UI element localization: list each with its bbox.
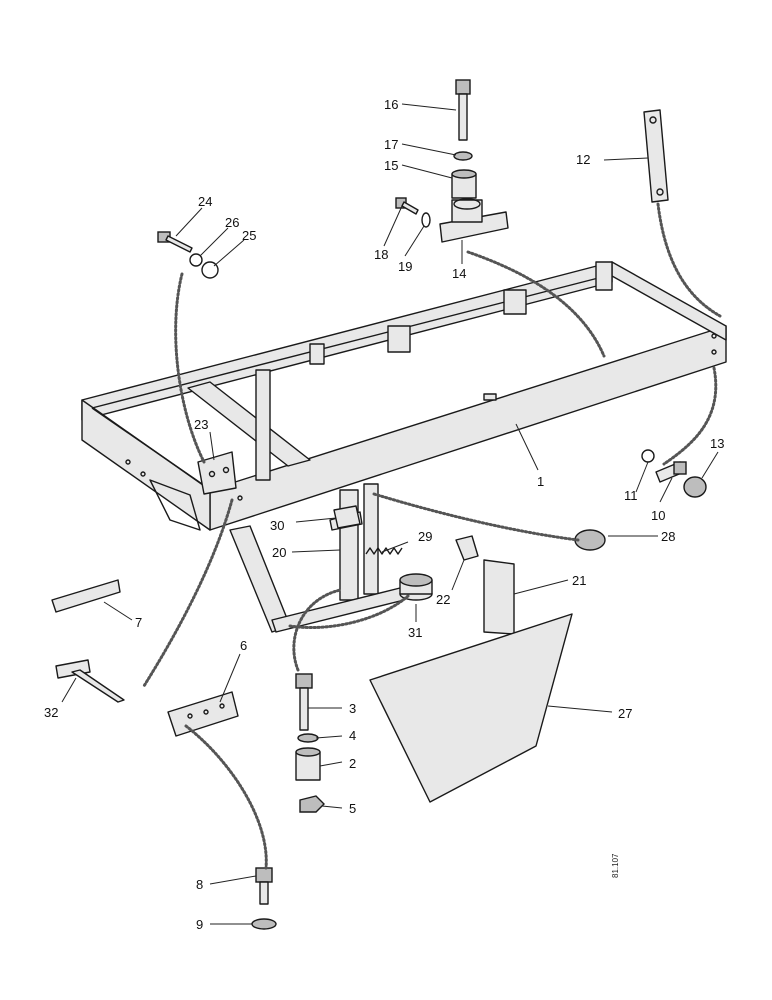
- washer-25: [201, 261, 219, 279]
- bolt-10: [655, 461, 687, 483]
- tool-32: [55, 659, 125, 703]
- callout-9: 9: [196, 917, 203, 932]
- callout-8: 8: [196, 877, 203, 892]
- callout-13: 13: [710, 436, 724, 451]
- leader-lines: [61, 103, 719, 925]
- washer-11: [641, 449, 655, 463]
- main-frame: [81, 261, 727, 531]
- bush-2: [295, 747, 321, 781]
- callout-18: 18: [374, 247, 388, 262]
- callout-4: 4: [349, 728, 356, 743]
- callout-24: 24: [198, 194, 212, 209]
- callout-12: 12: [576, 152, 590, 167]
- callout-31: 31: [408, 625, 422, 640]
- callout-5: 5: [349, 801, 356, 816]
- callout-25: 25: [242, 228, 256, 243]
- bracket-6: [167, 691, 239, 737]
- assembly-ribbons: [142, 202, 722, 870]
- callout-7: 7: [135, 615, 142, 630]
- callout-labels: 1 2 3 4 5 6 7 8 9 10 11 12 13 14 15 16 1…: [44, 97, 724, 932]
- bush-15: [451, 169, 477, 199]
- washer-26: [189, 253, 203, 267]
- callout-28: 28: [661, 529, 675, 544]
- bracket-23: [197, 451, 237, 495]
- drawing-code: 81.107: [611, 853, 620, 878]
- bracket-7: [51, 579, 121, 613]
- clip-22: [455, 535, 479, 561]
- washer-19: [421, 212, 431, 228]
- callout-16: 16: [384, 97, 398, 112]
- plate-21: [483, 559, 515, 635]
- bracket-30: [333, 505, 361, 529]
- callout-15: 15: [384, 158, 398, 173]
- callout-11: 11: [624, 488, 638, 503]
- callout-14: 14: [452, 266, 466, 281]
- bolt-3: [295, 673, 313, 731]
- nut-5: [299, 795, 325, 813]
- callout-29: 29: [418, 529, 432, 544]
- callout-26: 26: [225, 215, 239, 230]
- callout-3: 3: [349, 701, 356, 716]
- callout-17: 17: [384, 137, 398, 152]
- bolt-24: [157, 231, 193, 253]
- callout-6: 6: [240, 638, 247, 653]
- callout-32: 32: [44, 705, 58, 720]
- strap-12: [643, 109, 669, 203]
- callout-19: 19: [398, 259, 412, 274]
- bearing-housing-14: [439, 198, 509, 243]
- bolt-8: [255, 867, 273, 905]
- callout-1: 1: [537, 474, 544, 489]
- cap-13: [683, 476, 707, 498]
- callout-10: 10: [651, 508, 665, 523]
- bolt-16: [455, 79, 471, 141]
- callout-22: 22: [436, 592, 450, 607]
- washer-9: [251, 918, 277, 930]
- washer-4: [297, 733, 319, 743]
- callout-2: 2: [349, 756, 356, 771]
- callout-20: 20: [272, 545, 286, 560]
- callout-27: 27: [618, 706, 632, 721]
- rubber-mount-31: [399, 573, 433, 601]
- panel-27: [369, 613, 573, 803]
- washer-17: [453, 151, 473, 161]
- callout-21: 21: [572, 573, 586, 588]
- callout-23: 23: [194, 417, 208, 432]
- callout-30: 30: [270, 518, 284, 533]
